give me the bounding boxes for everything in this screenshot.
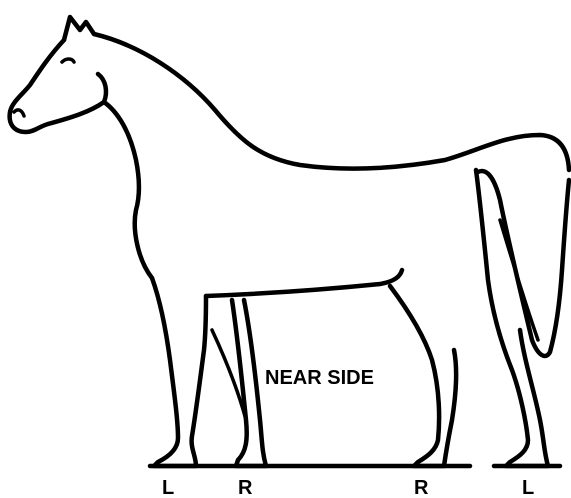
horse-tail-strands xyxy=(500,220,538,340)
leg-label-front-right: R xyxy=(238,477,253,498)
horse-nostril xyxy=(14,110,24,116)
hind-left-leg xyxy=(476,170,548,466)
horse-belly xyxy=(206,270,402,296)
horse-throat-chest xyxy=(104,102,152,278)
leg-label-hind-right: R xyxy=(414,477,429,498)
horse-topline xyxy=(10,34,569,170)
front-left-leg xyxy=(152,278,206,466)
leg-label-front-left: L xyxy=(162,477,174,498)
horse-tail xyxy=(478,171,569,356)
horse-jaw xyxy=(48,74,106,124)
horse-ears xyxy=(64,17,94,40)
leg-label-hind-left: L xyxy=(522,477,534,498)
horse-eye xyxy=(62,59,74,62)
near-side-label: NEAR SIDE xyxy=(265,367,374,389)
hind-right-leg xyxy=(390,286,456,466)
front-right-leg xyxy=(232,300,266,466)
